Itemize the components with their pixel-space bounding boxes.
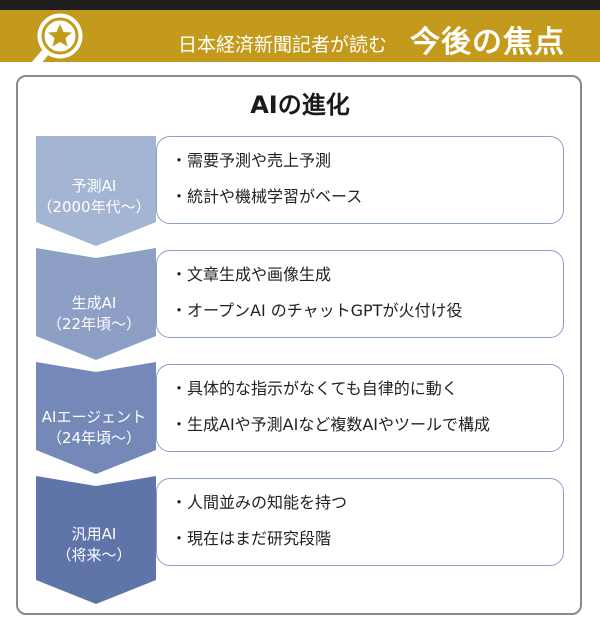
list-item: ・生成AIや予測AIなど複数AIやツールで構成 (171, 415, 490, 434)
stage-label-1: 予測AI （2000年代〜） (30, 176, 158, 218)
header-subtitle: 日本経済新聞記者が読む (178, 34, 388, 56)
stage-period: （22年頃〜） (46, 315, 142, 333)
list-item: ・需要予測や売上予測 (171, 151, 332, 170)
stage-name: 汎用AI (71, 525, 117, 543)
stage-name: 生成AI (71, 294, 117, 312)
chevron-stage-2 (36, 248, 156, 360)
header-title: 今後の焦点 (410, 25, 565, 60)
chevron-stage-4 (36, 476, 156, 604)
star-magnifier-icon (28, 10, 86, 72)
list-item: ・統計や機械学習がベース (171, 187, 363, 206)
list-item: ・オープンAI のチャットGPTが火付け役 (171, 301, 463, 320)
stage-period: （将来〜） (56, 546, 132, 564)
stage-period: （2000年代〜） (37, 198, 151, 216)
stage-name: 予測AI (71, 177, 117, 195)
chevron-stage-1 (36, 136, 156, 246)
stage-label-3: AIエージェント （24年頃〜） (30, 407, 158, 449)
chevron-stage-3 (36, 362, 156, 474)
stage-label-2: 生成AI （22年頃〜） (30, 293, 158, 335)
stage-card-3: ・具体的な指示がなくても自律的に動く ・生成AIや予測AIなど複数AIやツールで… (156, 364, 564, 452)
list-item: ・人間並みの知能を持つ (171, 493, 348, 512)
stage-card-1: ・需要予測や売上予測 ・統計や機械学習がベース (156, 136, 564, 224)
stage-name: AIエージェント (41, 408, 147, 426)
stage-label-4: 汎用AI （将来〜） (30, 524, 158, 566)
stage-period: （24年頃〜） (46, 429, 142, 447)
header-banner: 日本経済新聞記者が読む 今後の焦点 (0, 10, 600, 62)
list-item: ・現在はまだ研究段階 (171, 529, 332, 548)
stage-card-4: ・人間並みの知能を持つ ・現在はまだ研究段階 (156, 478, 564, 566)
list-item: ・具体的な指示がなくても自律的に動く (171, 379, 458, 398)
list-item: ・文章生成や画像生成 (171, 265, 332, 284)
panel-title: AIの進化 (250, 91, 350, 119)
top-bar (0, 0, 600, 10)
stage-card-2: ・文章生成や画像生成 ・オープンAI のチャットGPTが火付け役 (156, 250, 564, 338)
